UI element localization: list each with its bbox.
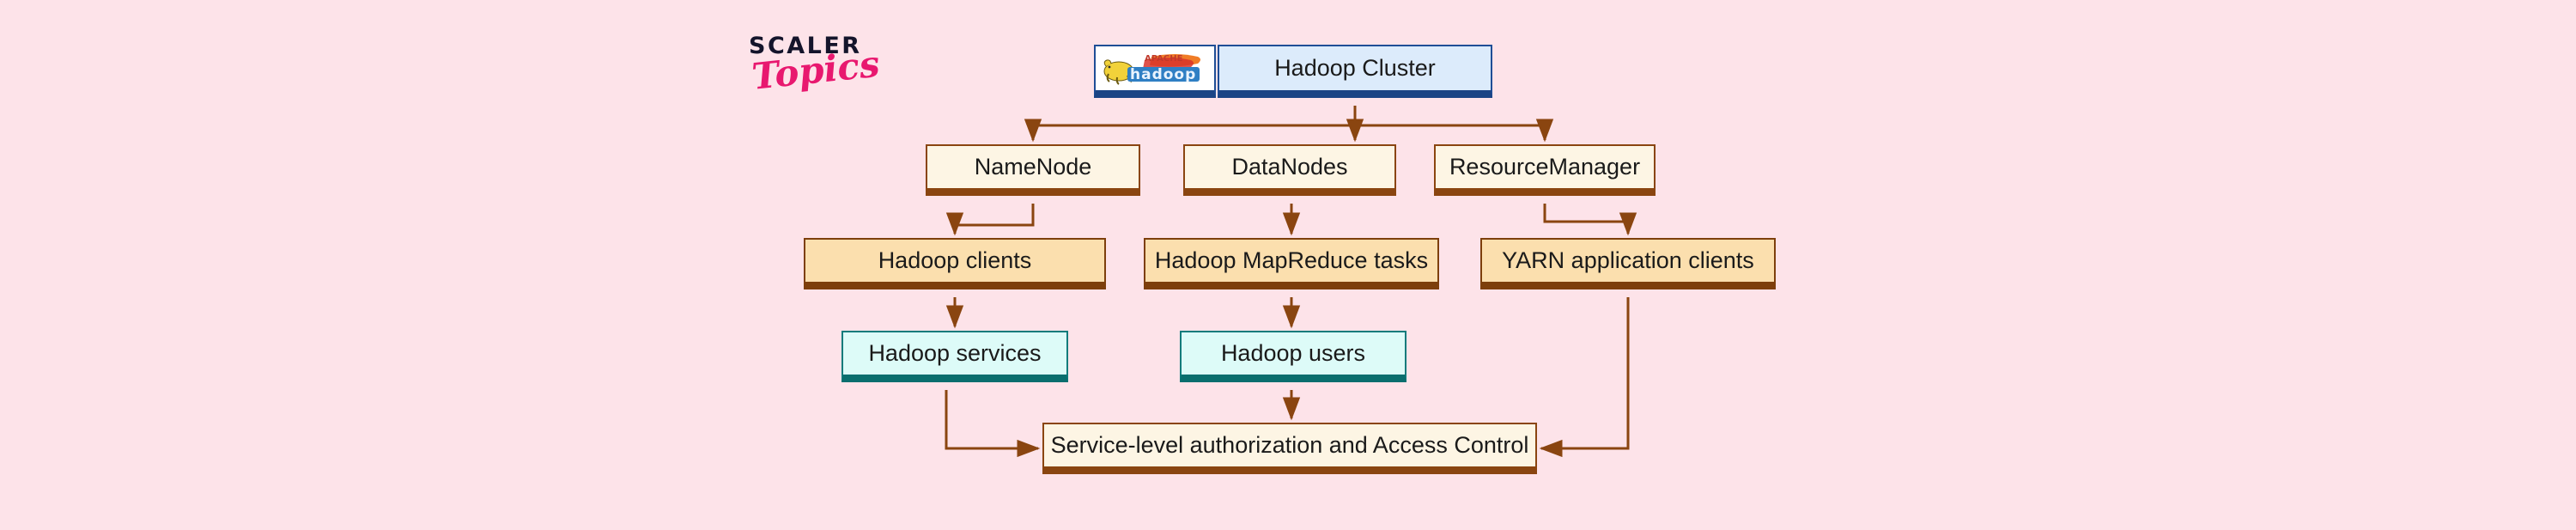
node-label: Hadoop users — [1220, 340, 1366, 366]
svg-text:APACHE: APACHE — [1145, 54, 1183, 64]
node-hadoop-users[interactable]: Hadoop users — [1180, 331, 1406, 382]
node-datanodes[interactable]: DataNodes — [1183, 144, 1396, 196]
edge-cluster-to-namenode — [1024, 106, 1357, 143]
scaler-topics-logo: SCALER Topics — [749, 34, 912, 112]
node-label: Hadoop MapReduce tasks — [1154, 247, 1429, 273]
node-label: Service-level authorization and Access C… — [1050, 432, 1529, 458]
node-yarn-application-clients[interactable]: YARN application clients — [1480, 238, 1776, 289]
node-hadoop-clients[interactable]: Hadoop clients — [804, 238, 1106, 289]
brand-name-scaler: SCALER — [749, 33, 862, 59]
node-hadoop-cluster[interactable]: Hadoop Cluster — [1218, 45, 1492, 98]
edge-resourcemanager-to-yarn-clients — [1543, 204, 1637, 236]
node-service-level-authorization[interactable]: Service-level authorization and Access C… — [1042, 423, 1537, 474]
node-resourcemanager[interactable]: ResourceManager — [1434, 144, 1656, 196]
apache-hadoop-logo-icon: APACHE hadoop — [1103, 53, 1200, 85]
edge-cluster-to-resourcemanager — [1353, 106, 1554, 143]
node-label: DataNodes — [1231, 154, 1348, 180]
edge-yarn-clients-to-service-level-auth — [1539, 297, 1630, 458]
node-label: Hadoop services — [868, 340, 1042, 366]
node-label: ResourceManager — [1449, 154, 1641, 180]
edge-hadoop-services-to-service-level-auth — [945, 390, 1041, 458]
node-namenode[interactable]: NameNode — [926, 144, 1140, 196]
node-label: Hadoop clients — [878, 247, 1032, 273]
node-hadoop-services[interactable]: Hadoop services — [841, 331, 1068, 382]
apache-hadoop-logo: APACHE hadoop — [1094, 45, 1216, 98]
node-label: NameNode — [974, 154, 1092, 180]
node-label: YARN application clients — [1502, 247, 1754, 273]
edge-namenode-to-hadoop-clients — [945, 204, 1035, 236]
svg-text:hadoop: hadoop — [1130, 66, 1196, 83]
node-mapreduce-tasks[interactable]: Hadoop MapReduce tasks — [1144, 238, 1439, 289]
node-label: Hadoop Cluster — [1274, 55, 1436, 81]
